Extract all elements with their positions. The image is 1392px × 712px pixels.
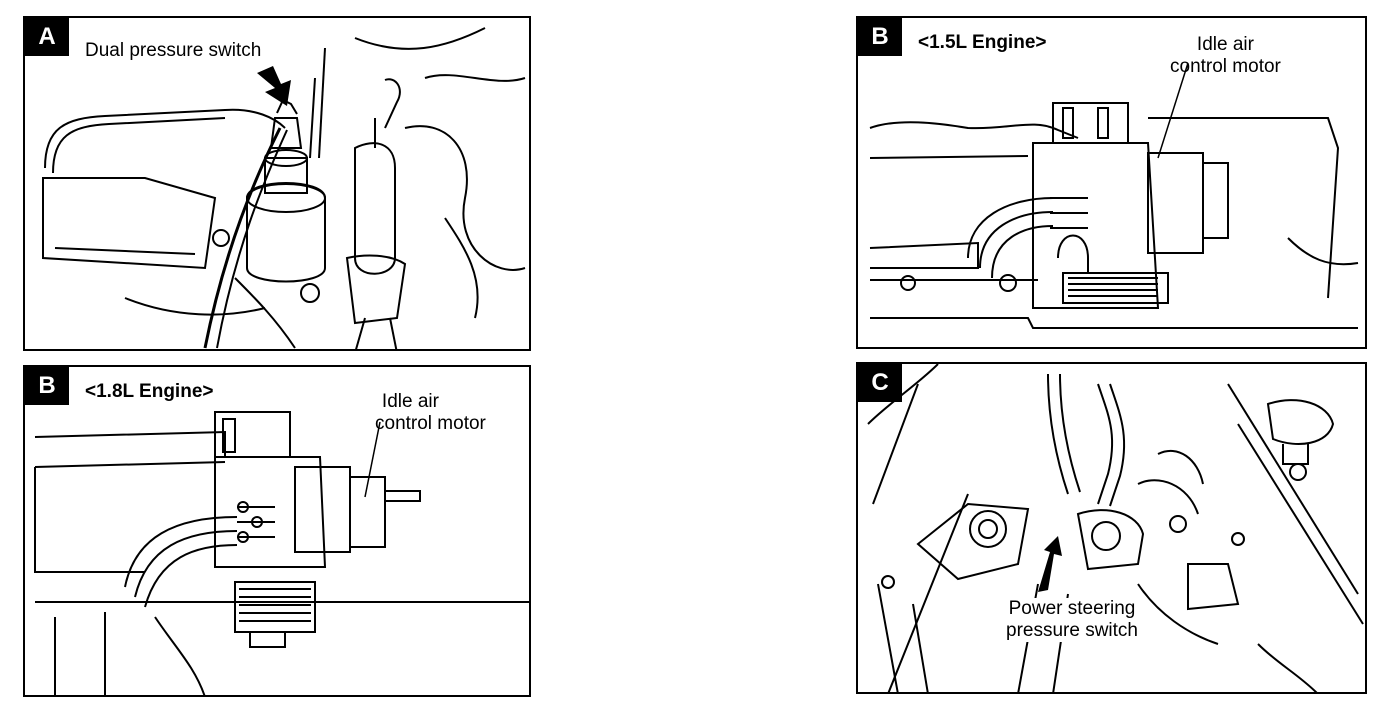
arrow-icon	[1038, 536, 1062, 592]
label-line-2: control motor	[375, 413, 486, 434]
dual-pressure-switch-illustration	[42, 27, 526, 349]
engine-heading: <1.8L Engine>	[85, 381, 214, 402]
idle-air-control-motor-label: Idle air control motor	[1170, 34, 1281, 78]
panel-a: A Dual pressure switch	[23, 16, 531, 351]
label-line-1: Idle air	[381, 391, 439, 412]
panel-badge: B	[25, 367, 69, 405]
power-steering-pressure-switch-label: Power steering pressure switch	[1004, 598, 1140, 642]
panel-badge: B	[858, 18, 902, 56]
dual-pressure-switch-label: Dual pressure switch	[85, 40, 262, 61]
arrow-icon	[257, 66, 291, 106]
idle-air-control-motor-1-5l-illustration	[869, 62, 1359, 329]
panel-badge: C	[858, 364, 902, 402]
label-line-2: control motor	[1170, 56, 1281, 77]
idle-air-control-motor-label: Idle air control motor	[375, 391, 486, 435]
power-steering-pressure-switch-illustration	[867, 364, 1364, 692]
panel-b-1-5l: B <1.5L Engine> Idle air control motor	[856, 16, 1367, 349]
label-line-1: Idle air	[1196, 34, 1254, 55]
label-line-1: Power steering	[1008, 598, 1136, 619]
label-line-2: pressure switch	[1006, 620, 1138, 641]
engine-heading: <1.5L Engine>	[918, 32, 1047, 53]
panel-b-1-8l: B <1.8L Engine> Idle air control motor	[23, 365, 531, 697]
idle-air-control-motor-1-8l-illustration	[34, 411, 529, 695]
panel-badge: A	[25, 18, 69, 56]
panel-c: C Power steering pressure switch	[856, 362, 1367, 694]
